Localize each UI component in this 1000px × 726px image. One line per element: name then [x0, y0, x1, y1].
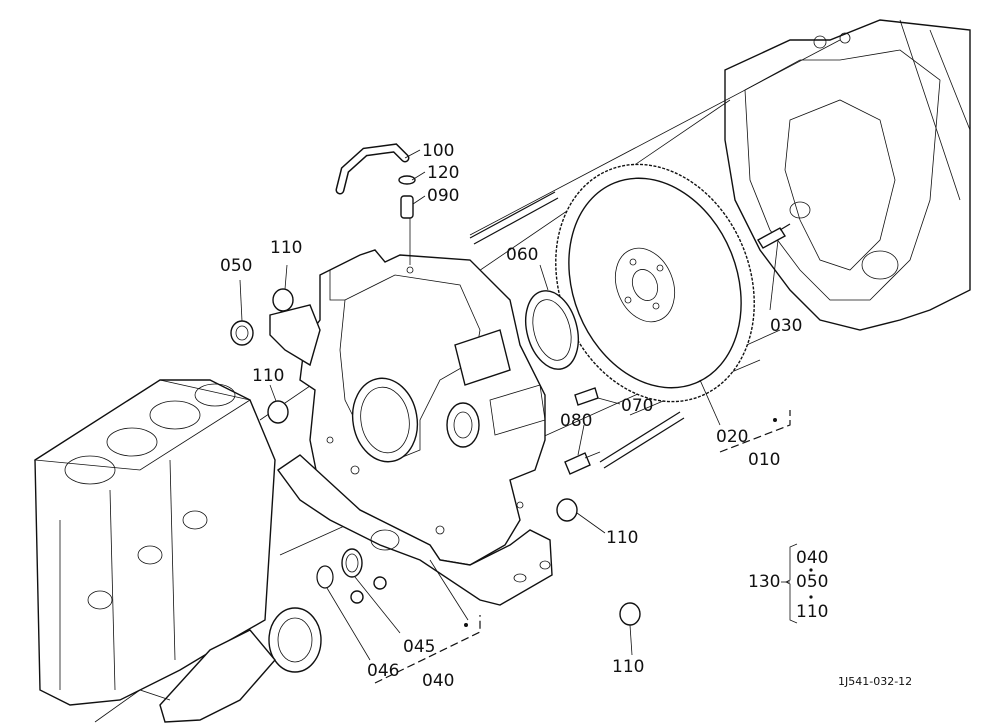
bolt-070: [574, 387, 599, 406]
housing-lower-plate: [277, 454, 553, 606]
plug-110-top: [272, 288, 294, 312]
oil-seal-060: [525, 290, 579, 370]
crankshaft: [94, 607, 322, 723]
washers: [350, 576, 387, 604]
label-030: 030: [770, 316, 802, 336]
pipe-090: [400, 195, 414, 219]
snap-ring-046: [316, 565, 334, 589]
label-110-top: 110: [270, 238, 302, 258]
plug-050: [230, 320, 254, 346]
label-090: 090: [427, 186, 459, 206]
flywheel: [555, 163, 755, 403]
transmission-housing: [724, 19, 971, 331]
assembly-dot-040: [464, 623, 468, 627]
label-045: 045: [403, 637, 435, 657]
label-046: 046: [367, 661, 399, 681]
bolt-080: [564, 451, 601, 475]
label-020: 020: [716, 427, 748, 447]
label-040: 040: [422, 671, 454, 691]
label-070: 070: [621, 396, 653, 416]
label-080: 080: [560, 411, 592, 431]
bolt-030: [757, 223, 791, 249]
engine-block: [33, 379, 276, 706]
stud-upper: [469, 191, 559, 245]
assembly-dot-010: [773, 418, 777, 422]
kit-130-group: 130 040 050 110: [748, 543, 828, 624]
label-010: 010: [748, 450, 780, 470]
stud-lower: [599, 411, 685, 469]
flywheel-housing: [299, 249, 546, 566]
kit-item-3: 110: [796, 602, 828, 622]
kit-item-1: 040: [796, 548, 828, 568]
figure-code: 1J541-032-12: [838, 675, 912, 688]
plug-110-left: [267, 400, 289, 424]
label-060: 060: [506, 245, 538, 265]
label-100: 100: [422, 141, 454, 161]
breather-hose-100: [335, 143, 410, 195]
hose-clamp-120: [398, 175, 416, 185]
label-110-bottom: 110: [612, 657, 644, 677]
label-050: 050: [220, 256, 252, 276]
label-110-right: 110: [606, 528, 638, 548]
label-110-left: 110: [252, 366, 284, 386]
kit-number: 130: [748, 572, 780, 592]
kit-item-2: 050: [796, 572, 828, 592]
label-120: 120: [427, 163, 459, 183]
oil-seal-045: [341, 548, 363, 578]
bracket: [269, 304, 321, 367]
plug-110-right: [556, 498, 578, 522]
plug-110-bottom: [619, 602, 641, 626]
